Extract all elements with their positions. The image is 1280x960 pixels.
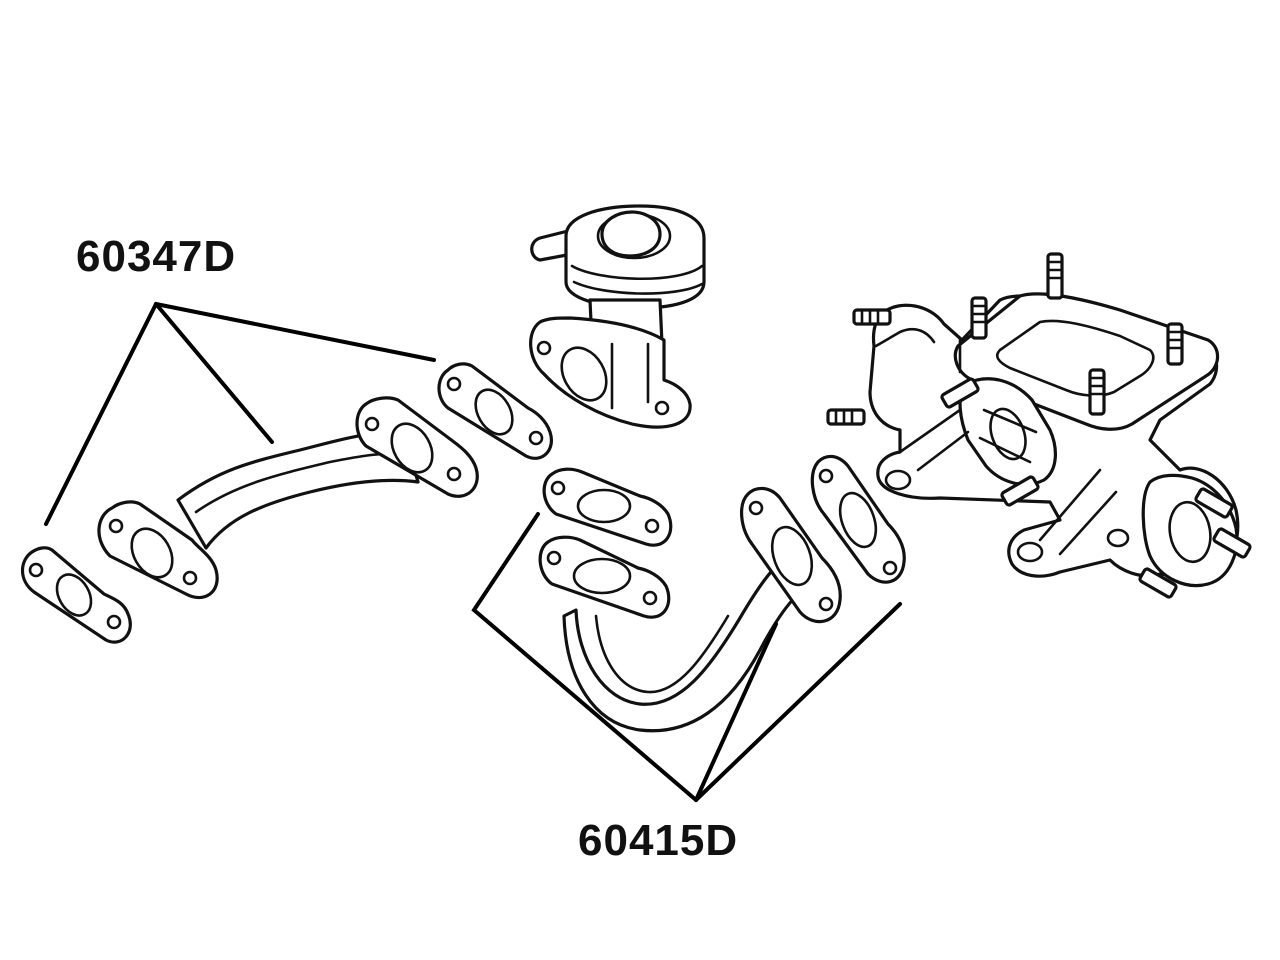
part-number-label-60347D: 60347D [76, 232, 237, 281]
gasket-lower-middle-bottom [538, 535, 671, 619]
part-number-label-60415D: 60415D [578, 816, 739, 865]
gasket-lower-middle-top [542, 467, 673, 547]
stud-top-center [1046, 252, 1064, 300]
stud-top-right [1166, 322, 1184, 366]
stud-right-1 [1194, 487, 1234, 519]
gasket-upper-middle [437, 362, 553, 460]
manifold-studs [826, 252, 1252, 599]
egr-pipe-short [97, 396, 479, 600]
stud-left-upper [852, 308, 892, 326]
leader-lines-60415D [471, 512, 902, 802]
stud-middle-2 [1000, 475, 1040, 507]
stud-right-2 [1212, 527, 1252, 559]
stud-middle-1 [940, 377, 980, 409]
egr-pipe-long [562, 486, 842, 733]
gasket-left [20, 546, 132, 644]
leader-lines-60347D [44, 302, 436, 526]
stud-left-lower [826, 408, 866, 426]
egr-valve [529, 204, 706, 429]
gasket-right [810, 454, 906, 584]
stud-right-3 [1138, 567, 1178, 599]
stud-front [1088, 368, 1106, 416]
manifold [868, 292, 1240, 588]
stud-top-left [970, 296, 988, 340]
